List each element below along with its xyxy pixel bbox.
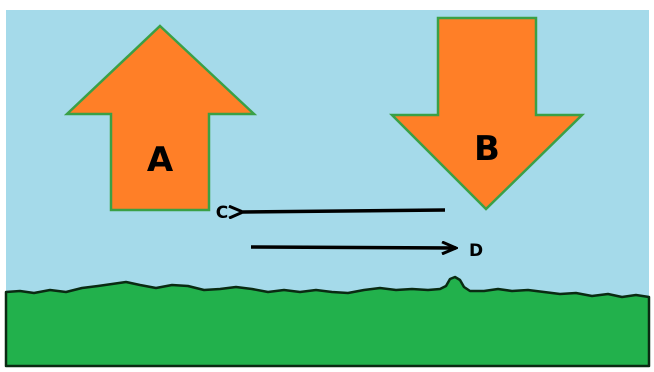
arrow-b-label: B xyxy=(474,129,500,169)
ground xyxy=(4,275,651,368)
arrow-c-left-arrow-icon xyxy=(243,210,446,212)
arrow-a-up-arrow-icon xyxy=(63,24,258,212)
arrow-b-down-arrow-icon xyxy=(388,16,586,211)
arrow-d-right-arrow-icon xyxy=(250,247,456,248)
point-c-label: C xyxy=(216,203,228,223)
point-d-label: D xyxy=(469,241,483,261)
arrow-a-label: A xyxy=(147,140,174,180)
